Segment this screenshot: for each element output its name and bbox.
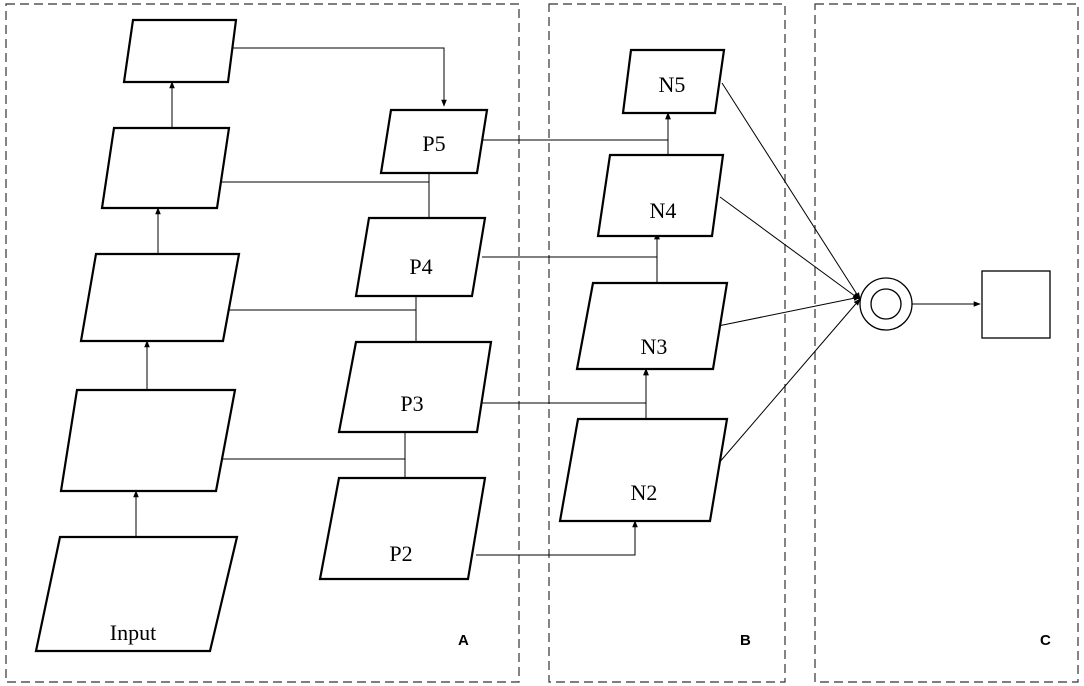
edge-p5-to-n5 [483,112,671,141]
backbone-node-c5 [122,18,238,84]
backbone-node-c3 [79,252,241,343]
backbone-column: Input [34,18,241,653]
node-label-p5: P5 [422,131,445,156]
node-label-p3: P3 [400,391,423,416]
output-node [981,270,1051,339]
node-label-n5: N5 [659,72,686,97]
panel-b-label: B [740,632,751,649]
edge-p2-to-n2 [476,520,638,556]
pan-node-n2 [558,417,729,523]
edge-n4-to-fusion [719,196,860,300]
edge-c5-to-p5 [230,47,447,107]
panel-a-label: A [458,632,469,649]
pan-node-n3 [575,281,729,371]
node-label-n2: N2 [631,480,658,505]
node-label-input: Input [110,620,156,645]
fusion-node [859,277,913,331]
backbone-node-input [34,535,239,653]
pan-node-n4 [596,153,725,238]
node-label-n4: N4 [650,198,677,223]
fpn-node-p3 [337,340,493,434]
backbone-node-c2 [59,388,237,493]
node-label-p4: P4 [409,254,432,279]
panel-c-label: C [1040,632,1051,649]
edge-n2-to-fusion [717,298,861,465]
edges [133,47,981,575]
edge-p3-to-n3 [478,368,649,404]
node-label-p2: P2 [389,541,412,566]
node-label-n3: N3 [641,334,668,359]
backbone-node-c4 [100,126,231,210]
fpn-node-p5 [379,108,489,175]
pan-column: N5 N4 N3 N2 [558,48,729,523]
fpn-column: P5 P4 P3 P2 [318,108,493,581]
fpn-node-p4 [354,216,487,298]
fpn-node-p2 [318,476,487,581]
edge-n5-to-fusion [721,82,861,300]
fusion-inner-ring [870,288,902,320]
panel-b-frame [548,3,786,683]
panel-c-frame [814,3,1079,683]
pan-node-n5 [621,48,726,115]
panel-a-frame [5,3,520,683]
edge-n3-to-fusion [717,295,861,327]
